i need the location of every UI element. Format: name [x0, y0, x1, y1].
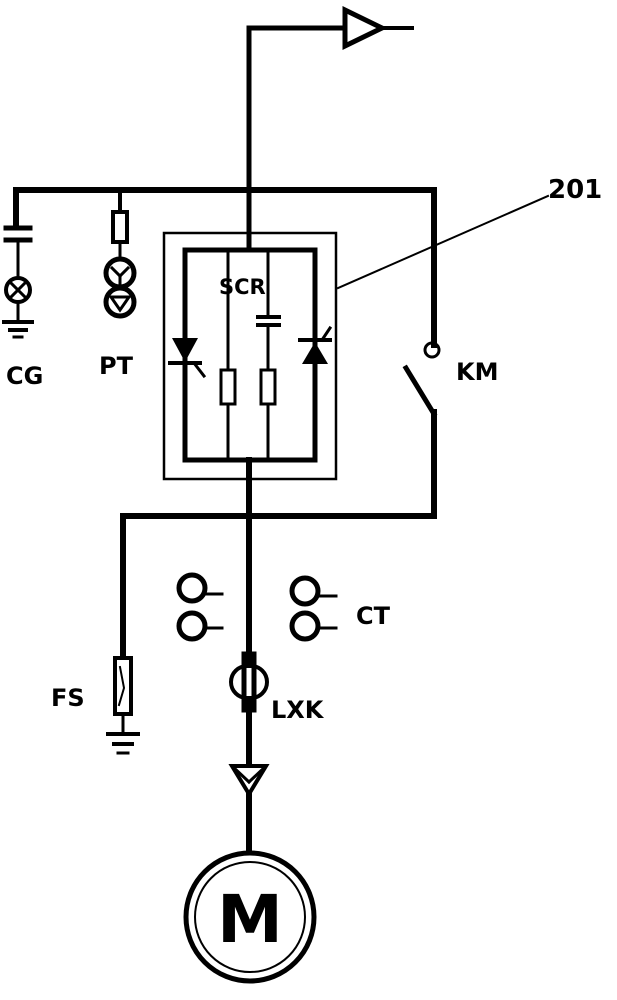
- thyristor-up-icon: [298, 325, 333, 364]
- cg-branch: [2, 225, 34, 339]
- ct-label: CT: [356, 602, 391, 630]
- cg-ground-icon: [2, 320, 34, 339]
- fs-arrester: [106, 656, 140, 755]
- top-output-line: [246, 25, 414, 253]
- pt-label: PT: [99, 352, 134, 380]
- lxk-label: LXK: [271, 696, 325, 724]
- scr-module: SCR: [162, 227, 338, 481]
- cg-label: CG: [6, 362, 43, 390]
- fs-ground-icon: [106, 732, 140, 755]
- motor-icon: [183, 850, 317, 984]
- ref-label-201: 201: [548, 175, 602, 205]
- pt-branch: [103, 210, 137, 319]
- lxk-transformer-icon: [229, 651, 269, 713]
- ct-left-icon: [176, 572, 224, 642]
- motor-arrow-icon: [228, 763, 270, 798]
- pt-transformer-icon: [103, 256, 137, 319]
- km-contactor: [120, 341, 441, 661]
- fs-label: FS: [51, 684, 85, 712]
- pt-fuse-icon: [111, 210, 129, 244]
- scr-label: SCR: [219, 275, 266, 299]
- motor-label: M: [217, 881, 283, 958]
- main-bus: [13, 187, 437, 348]
- km-label: KM: [456, 358, 498, 386]
- rc-snubber-column: [256, 248, 281, 462]
- output-arrow-icon: [342, 6, 388, 50]
- cg-lamp-icon: [4, 276, 32, 304]
- resistor-column-left: [219, 248, 237, 462]
- ref-leader-line: [336, 194, 550, 290]
- ct-right-icon: [289, 575, 338, 642]
- thyristor-down-icon: [168, 338, 207, 379]
